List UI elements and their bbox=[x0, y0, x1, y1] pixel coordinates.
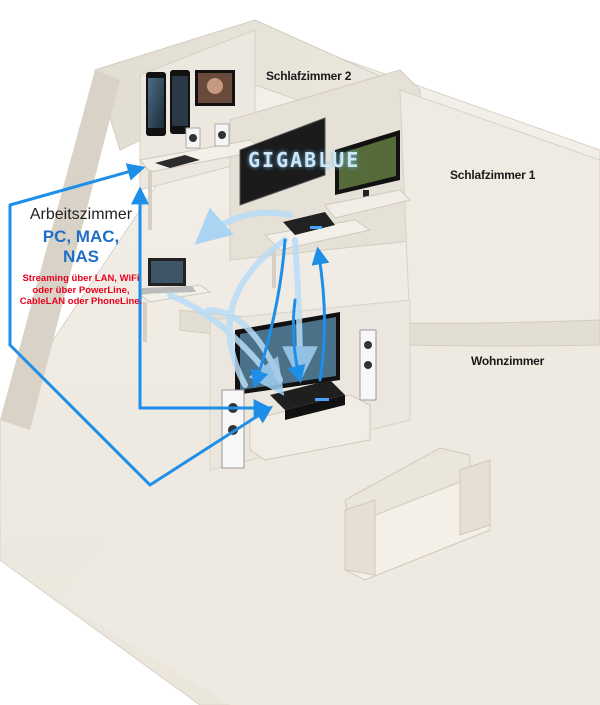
bedroom1-tv-stand bbox=[324, 189, 411, 219]
mini-speaker-right bbox=[214, 123, 230, 147]
livingroom-speaker-left bbox=[221, 389, 245, 469]
wired-connections bbox=[8, 163, 330, 487]
bedroom1-tv bbox=[335, 130, 400, 200]
arbeitszimmer-callout: Arbeitszimmer PC, MAC, NAS Streaming übe… bbox=[14, 206, 148, 308]
arbeitszimmer-title: Arbeitszimmer bbox=[29, 206, 133, 223]
arbeitszimmer-devices-line2: NAS bbox=[63, 247, 99, 266]
arbeitszimmer-devices-line1: PC, MAC, bbox=[42, 227, 120, 246]
bedroom2-receiver bbox=[155, 155, 200, 168]
phone-1 bbox=[146, 72, 166, 136]
streaming-note-line3: CableLAN oder PhoneLine. bbox=[19, 296, 143, 307]
tablet-tv-small bbox=[195, 70, 235, 106]
room-label-schlafzimmer-1: Schlafzimmer 1 bbox=[450, 168, 536, 182]
gigablue-logo-text: GIGABLUE bbox=[248, 148, 361, 172]
wireless-streams bbox=[167, 207, 318, 396]
livingroom-speaker-right bbox=[359, 329, 377, 401]
streaming-note-line2: oder über PowerLine, bbox=[32, 284, 130, 296]
mini-speaker-left bbox=[185, 127, 201, 149]
sofa bbox=[344, 447, 491, 581]
room-label-wohnzimmer: Wohnzimmer bbox=[471, 354, 545, 368]
room-label-schlafzimmer-2: Schlafzimmer 2 bbox=[266, 69, 352, 83]
bedroom1-receiver bbox=[283, 212, 335, 235]
phone-2 bbox=[170, 70, 190, 134]
livingroom-receiver bbox=[270, 380, 345, 420]
streaming-note-line1: Streaming über LAN, WiFi bbox=[22, 273, 140, 284]
livingroom-media-console bbox=[249, 394, 371, 461]
gigablue-wall-screen bbox=[239, 117, 326, 206]
office-laptop bbox=[140, 258, 196, 294]
